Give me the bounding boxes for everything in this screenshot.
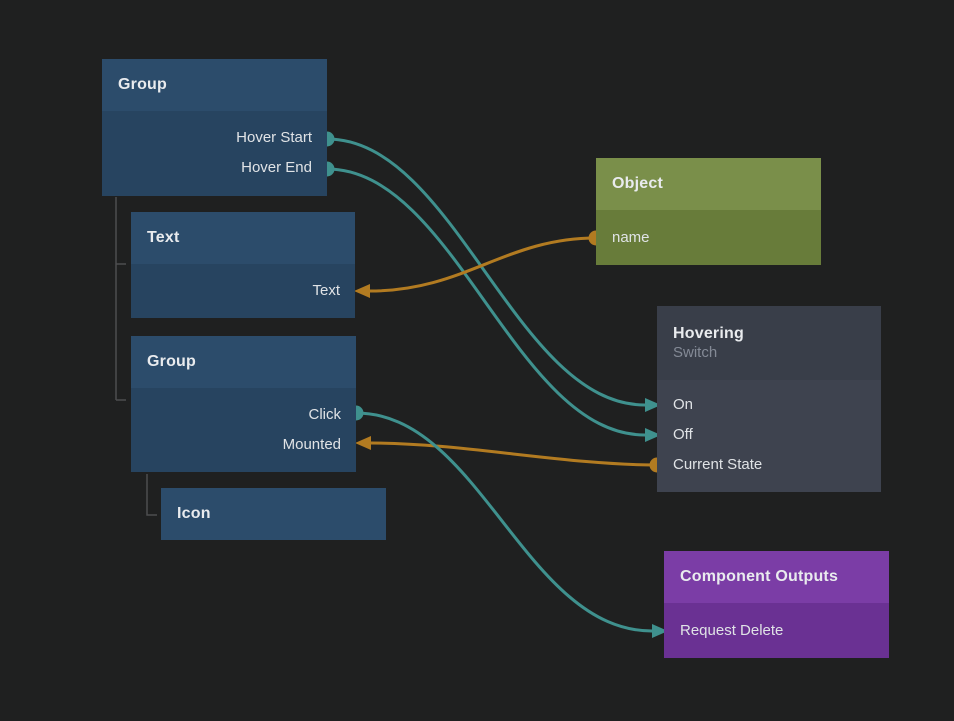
- port-row-name[interactable]: name: [596, 223, 821, 253]
- node-title: Component Outputs: [680, 568, 839, 585]
- port-label-request-delete: Request Delete: [680, 622, 784, 639]
- port-row-off[interactable]: Off: [657, 420, 881, 450]
- port-label-mounted: Mounted: [282, 436, 341, 453]
- node-hovering[interactable]: Hovering Switch On Off Current State: [657, 306, 881, 492]
- node-text-header[interactable]: Text: [131, 212, 355, 264]
- port-row-request-delete[interactable]: Request Delete: [664, 616, 889, 646]
- port-label-hover-start: Hover Start: [236, 129, 312, 146]
- port-row-click[interactable]: Click: [131, 400, 356, 430]
- node-component-outputs-body: Request Delete: [664, 603, 889, 658]
- node-object[interactable]: Object name: [596, 158, 821, 265]
- port-row-hover-end[interactable]: Hover End: [102, 153, 327, 183]
- node-object-header[interactable]: Object: [596, 158, 821, 210]
- node-title: Icon: [177, 505, 211, 522]
- node-title: Object: [612, 175, 663, 192]
- node-group-1-header[interactable]: Group: [102, 59, 327, 111]
- node-text-body: Text: [131, 264, 355, 318]
- port-row-text[interactable]: Text: [131, 276, 355, 306]
- node-text[interactable]: Text Text: [131, 212, 355, 318]
- node-group-1-body: Hover Start Hover End: [102, 111, 327, 196]
- node-component-outputs[interactable]: Component Outputs Request Delete: [664, 551, 889, 658]
- wire-current-state-to-mounted[interactable]: [369, 441, 659, 467]
- wire-click-to-request-delete[interactable]: [354, 411, 654, 633]
- node-icon-header[interactable]: Icon: [161, 488, 386, 540]
- node-title: Hovering: [673, 325, 744, 342]
- node-group-2-header[interactable]: Group: [131, 336, 356, 388]
- port-arrow-mounted[interactable]: [355, 436, 371, 450]
- node-title: Group: [118, 76, 167, 93]
- node-subtitle: Switch: [673, 344, 718, 361]
- node-title: Text: [147, 229, 180, 246]
- port-label-on: On: [673, 396, 694, 413]
- node-object-body: name: [596, 210, 821, 265]
- port-row-hover-start[interactable]: Hover Start: [102, 123, 327, 153]
- port-label-off: Off: [673, 426, 693, 443]
- node-component-outputs-header[interactable]: Component Outputs: [664, 551, 889, 603]
- node-hovering-header[interactable]: Hovering Switch: [657, 306, 881, 380]
- port-label-hover-end: Hover End: [241, 159, 312, 176]
- node-group-1[interactable]: Group Hover Start Hover End: [102, 59, 327, 196]
- tree-connector-group2-icon: [146, 474, 157, 516]
- port-row-current-state[interactable]: Current State: [657, 450, 881, 480]
- port-label-click: Click: [308, 406, 342, 423]
- port-label-name: name: [612, 229, 650, 246]
- tree-connector-group1-children: [115, 197, 126, 401]
- node-title: Group: [147, 353, 196, 370]
- port-row-on[interactable]: On: [657, 390, 881, 420]
- wire-name-to-text[interactable]: [368, 236, 598, 293]
- node-group-2[interactable]: Group Click Mounted: [131, 336, 356, 472]
- node-group-2-body: Click Mounted: [131, 388, 356, 472]
- port-arrow-text[interactable]: [354, 284, 370, 298]
- node-hovering-body: On Off Current State: [657, 380, 881, 492]
- node-icon[interactable]: Icon: [161, 488, 386, 540]
- port-row-mounted[interactable]: Mounted: [131, 430, 356, 460]
- port-label-current-state: Current State: [673, 456, 763, 473]
- port-label-text: Text: [312, 282, 340, 299]
